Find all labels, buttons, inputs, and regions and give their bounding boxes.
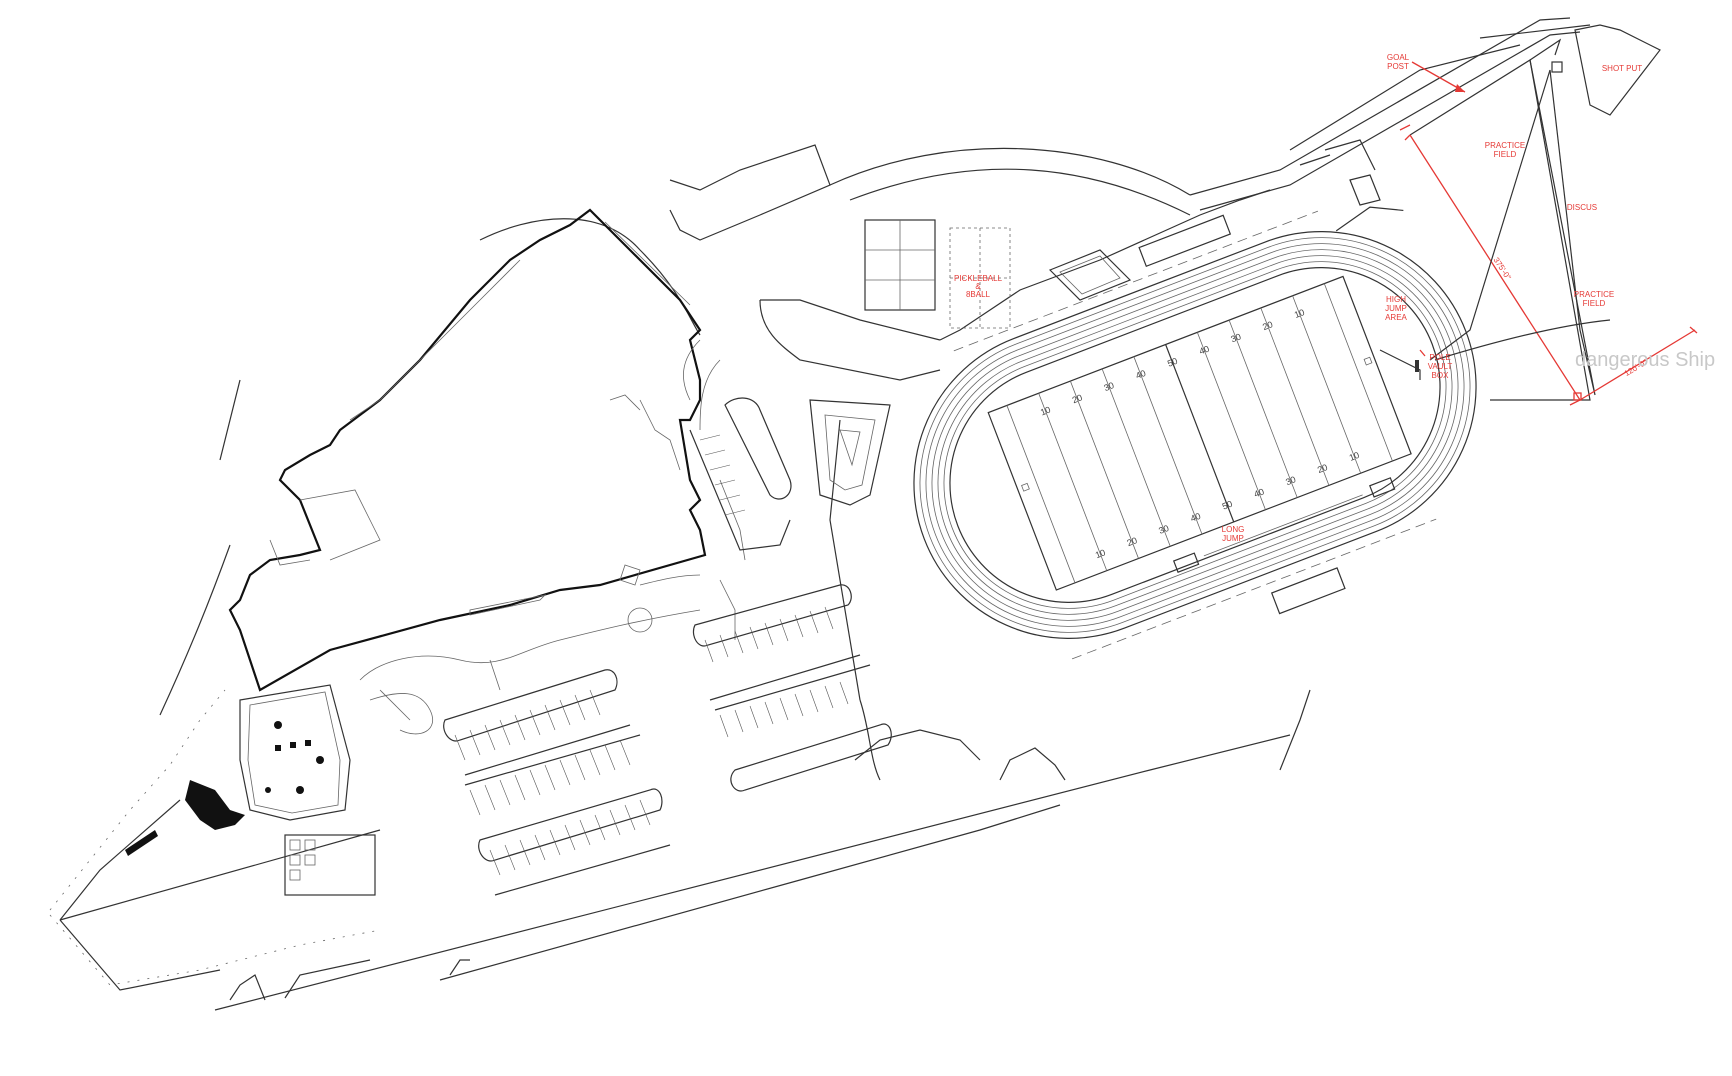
yard-label: 10 [1348, 450, 1361, 463]
yard-label: 10 [1039, 405, 1052, 418]
long-jump-line2: JUMP [1222, 534, 1244, 543]
yard-label: 30 [1102, 380, 1115, 393]
goal-post-line1: GOAL [1387, 53, 1410, 62]
high-jump-line3: AREA [1385, 313, 1407, 322]
site-roads [59, 17, 1591, 1011]
school-building [228, 208, 707, 692]
yard-label: 10 [1094, 547, 1107, 560]
yard-label: 20 [1126, 535, 1139, 548]
high-jump-line1: HIGH [1386, 295, 1406, 304]
practice-field-top-line1: PRACTICE [1485, 141, 1525, 150]
pickleball-label: PICKLEBALL&8BALL [954, 274, 1003, 299]
practice-field-bottom-line2: FIELD [1583, 299, 1606, 308]
yard-label: 40 [1253, 486, 1266, 499]
long-jump-line1: LONG [1222, 525, 1245, 534]
field-house [1048, 249, 1132, 301]
jump-markers [1299, 139, 1421, 380]
yard-label: 20 [1261, 319, 1274, 332]
yard-label: 40 [1198, 344, 1211, 357]
yard-label: 30 [1229, 331, 1242, 344]
walkways [359, 339, 746, 735]
shot-put-label: SHOT PUT [1602, 64, 1642, 73]
pickleball-courts [864, 219, 1011, 329]
practice-field-top-line2: FIELD [1494, 150, 1517, 159]
pickleball-line3: 8BALL [966, 290, 991, 299]
yard-label: 10 [1293, 307, 1306, 320]
yard-label: 30 [1284, 474, 1297, 487]
yard-label: 40 [1189, 511, 1202, 524]
running-track: 10 20 30 40 50 40 30 20 10 10 20 30 40 5… [913, 206, 1477, 660]
goal-post-line2: POST [1387, 62, 1409, 71]
yard-label: 50 [1221, 499, 1234, 512]
bus-loop [689, 397, 891, 551]
parking-east [692, 584, 892, 792]
practice-fields [1399, 24, 1698, 406]
high-jump-line2: JUMP [1385, 304, 1407, 313]
discus-label: DISCUS [1567, 203, 1597, 212]
pole-vault-line1: POLE [1429, 353, 1450, 362]
yard-label: 20 [1071, 392, 1084, 405]
pickleball-line1: PICKLEBALL [954, 274, 1003, 283]
practice-field-bottom-line1: PRACTICE [1574, 290, 1614, 299]
pole-vault-line3: BOX [1432, 371, 1450, 380]
yard-label: 50 [1166, 356, 1179, 369]
pickleball-line2: & [975, 282, 981, 291]
overlay-text: dangerous Ship [1575, 349, 1715, 371]
parking-west [443, 669, 671, 896]
yard-label: 40 [1134, 368, 1147, 381]
yard-label: 30 [1157, 523, 1170, 536]
playground [125, 684, 376, 896]
pole-vault-line2: VAULT [1428, 362, 1453, 371]
yard-label: 20 [1316, 462, 1329, 475]
lawn-perimeter [49, 689, 381, 986]
